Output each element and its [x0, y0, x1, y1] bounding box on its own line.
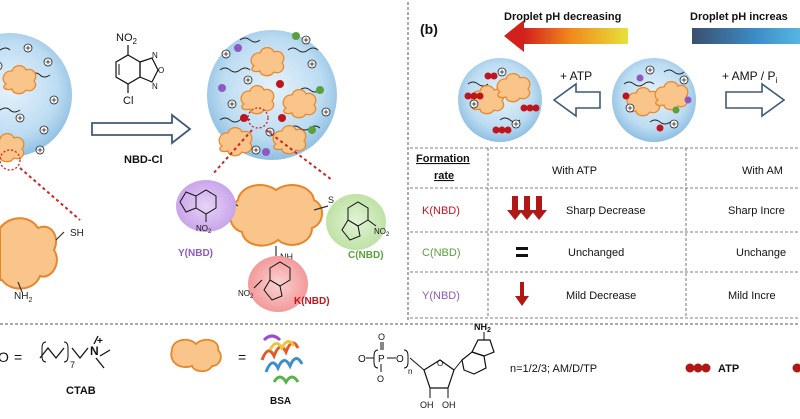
panel-b: (b) Droplet pH decreasing Droplet pH inc…	[410, 11, 800, 319]
header-with-atp: With ATP	[552, 165, 597, 177]
row-c-label: C(NBD)	[422, 247, 461, 259]
row-c-atp: Unchanged	[568, 247, 624, 259]
legend: O = 7 N + CTAB = BSA	[0, 322, 800, 410]
nh2-label: NH2	[14, 291, 32, 304]
no2-label: NO2	[116, 32, 138, 46]
panel-a: SH NH2 NO2 N O N Cl NBD-Cl	[0, 30, 390, 312]
sharp-decrease-arrows	[507, 196, 547, 220]
amp-legend-icon	[792, 363, 800, 373]
legend-eq-ctab: =	[14, 349, 22, 365]
bsa-native: SH NH2	[0, 217, 84, 304]
ribose-o: O	[437, 359, 443, 368]
mild-decrease-arrow	[515, 282, 529, 306]
ctab-label: CTAB	[66, 385, 96, 397]
bsa-ribbon-icon	[260, 334, 304, 385]
bsa-legend: = BSA	[170, 334, 304, 407]
nucleotide-formula: n=1/2/3; AM/D/TP	[510, 363, 597, 375]
p-double-o: O	[378, 332, 385, 342]
y-no2: NO2	[196, 224, 212, 235]
ctab-n: 7	[70, 360, 75, 370]
row-c-amp: Unchange	[736, 247, 786, 259]
oh-left: OH	[420, 400, 434, 410]
c-no2: NO2	[374, 227, 390, 238]
n-subscript: n	[408, 367, 412, 376]
row-y-atp: Mild Decrease	[566, 290, 636, 302]
bsa-modified: O S NH NO2 Y(NBD) NO2 C(NBD) NO2	[176, 180, 390, 312]
formation-rate-table: Formation rate With ATP With AM K(NBD) S…	[410, 147, 800, 319]
header-rate: rate	[434, 170, 454, 182]
ph-increasing-arrow	[692, 28, 800, 44]
atp-legend-icon	[685, 363, 711, 373]
nbd-cl-structure: NO2 N O N Cl	[115, 32, 164, 107]
panel-b-label: (b)	[420, 21, 438, 37]
sh-label: SH	[70, 228, 84, 239]
ph-increasing-label: Droplet pH increas	[690, 11, 788, 23]
reagent-label: NBD-Cl	[124, 154, 163, 166]
bridge-o: O	[396, 354, 404, 365]
add-atp-arrow: + ATP	[552, 69, 601, 118]
add-atp-label: + ATP	[560, 69, 592, 83]
oh-right: OH	[442, 400, 456, 410]
droplet-middle	[612, 58, 696, 142]
header-formation: Formation	[416, 153, 470, 165]
row-y-amp: Mild Incre	[728, 290, 776, 302]
c-nbd-label: C(NBD)	[348, 250, 384, 261]
o-minus: O	[358, 354, 366, 365]
k-nbd-label: K(NBD)	[294, 296, 330, 307]
droplet-after	[207, 30, 337, 160]
atp-legend-label: ATP	[718, 363, 739, 375]
legend-eq-bsa: =	[238, 349, 246, 365]
cl-label: Cl	[123, 95, 133, 107]
bsa-label: BSA	[270, 396, 291, 407]
droplet-before	[0, 33, 72, 171]
p-atom: P	[378, 354, 385, 365]
nh-linker: NH	[280, 252, 293, 262]
nh2-top: NH2	[474, 322, 491, 334]
add-amp-label: + AMP / Pi	[722, 69, 777, 85]
k-no2: NO2	[238, 289, 254, 300]
p-o-bottom: O	[377, 374, 384, 384]
n-atom-top: N	[152, 51, 158, 60]
y-nbd-label: Y(NBD)	[178, 248, 213, 259]
equal-sign-icon	[516, 247, 528, 257]
header-with-amp: With AM	[742, 165, 783, 177]
droplet-atp	[458, 58, 542, 142]
row-y-label: Y(NBD)	[422, 290, 460, 302]
ph-decreasing-arrow	[504, 20, 628, 52]
row-k-label: K(NBD)	[422, 205, 460, 217]
legend-ctab-symbol: O	[0, 349, 9, 365]
ctab-structure: 7 N + CTAB	[39, 335, 111, 397]
ctab-n-atom: N	[90, 344, 99, 358]
n-atom-bottom: N	[152, 82, 158, 91]
o-atom-ring: O	[158, 66, 164, 75]
reaction-arrow: NBD-Cl	[91, 113, 192, 166]
row-k-amp: Sharp Incre	[728, 205, 785, 217]
s-linker: S	[328, 195, 334, 205]
ctab-plus: +	[97, 336, 103, 347]
ph-decreasing-label: Droplet pH decreasing	[504, 11, 621, 23]
row-k-atp: Sharp Decrease	[566, 205, 646, 217]
add-amp-arrow: + AMP / Pi	[722, 69, 786, 118]
nucleotide-structure: O P O O O n O OH OH NH2	[358, 322, 495, 410]
